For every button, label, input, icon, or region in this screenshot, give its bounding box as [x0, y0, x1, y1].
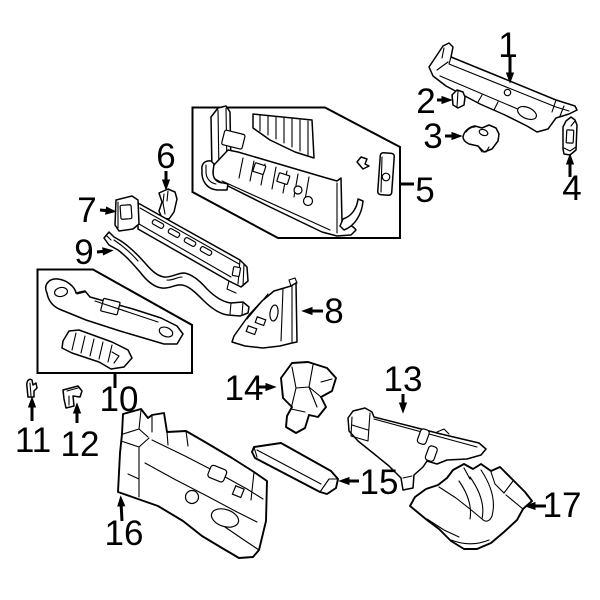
part-10-cowl-panel-boxed-group — [36, 268, 193, 374]
part-17-floor-insulator — [409, 463, 533, 550]
part-13-dash-panel-reinforcement — [347, 407, 487, 491]
callout-16[interactable]: 16 — [105, 495, 144, 553]
part-12-l-bracket — [62, 385, 83, 409]
callout-9-label[interactable]: 9 — [74, 233, 93, 272]
callout-10-label[interactable]: 10 — [100, 380, 139, 419]
callout-8[interactable]: 8 — [301, 292, 344, 331]
callout-16-arrow — [117, 495, 126, 522]
callout-4-label[interactable]: 4 — [562, 169, 581, 208]
callout-13-label[interactable]: 13 — [384, 360, 423, 399]
callout-14-label[interactable]: 14 — [225, 369, 264, 408]
callout-5-label[interactable]: 5 — [415, 171, 434, 210]
callout-6[interactable]: 6 — [156, 137, 176, 191]
callout-1-label[interactable]: 1 — [498, 26, 517, 65]
callout-12[interactable]: 12 — [61, 402, 100, 464]
callout-4[interactable]: 4 — [562, 153, 582, 208]
part-8-cowl-side-inner-panel — [231, 277, 298, 349]
callout-3[interactable]: 3 — [423, 117, 463, 156]
part-4-cowl-side-panel — [562, 116, 578, 156]
callout-2[interactable]: 2 — [416, 82, 453, 121]
callout-9-arrow — [96, 247, 114, 256]
callout-13[interactable]: 13 — [384, 360, 423, 414]
callout-15-label[interactable]: 15 — [360, 463, 399, 502]
part-2-cowl-bracket-clip — [451, 89, 466, 109]
callout-17-label[interactable]: 17 — [543, 486, 582, 525]
group-box-10 — [36, 268, 193, 374]
callout-1[interactable]: 1 — [498, 26, 518, 84]
callout-8-label[interactable]: 8 — [324, 292, 343, 331]
part-9-cowl-side-rail — [103, 231, 250, 317]
part-3-cowl-side-bracket — [462, 124, 500, 153]
callout-12-label[interactable]: 12 — [61, 425, 100, 464]
part-1-cowl-top-grille-panel — [428, 42, 578, 133]
part-5-dash-panel-boxed-group — [191, 105, 401, 239]
part-7-cowl-crossmember — [114, 195, 249, 294]
callout-3-label[interactable]: 3 — [423, 117, 442, 156]
callout-6-label[interactable]: 6 — [156, 137, 175, 176]
part-6-cowl-reinforcement-bracket — [158, 188, 178, 220]
callout-15[interactable]: 15 — [338, 463, 399, 502]
callout-17[interactable]: 17 — [524, 486, 582, 525]
callout-2-label[interactable]: 2 — [416, 82, 435, 121]
part-14-cowl-insulator — [280, 361, 337, 434]
callout-9[interactable]: 9 — [74, 233, 114, 272]
callout-11-label[interactable]: 11 — [15, 421, 51, 460]
callout-11[interactable]: 11 — [15, 396, 51, 460]
part-16-dash-panel-insulator — [117, 408, 268, 559]
callout-16-label[interactable]: 16 — [105, 514, 144, 553]
callout-7-label[interactable]: 7 — [77, 191, 96, 230]
callout-10[interactable]: 10 — [100, 374, 139, 419]
part-15-insulator-strip — [251, 442, 339, 495]
callout-7[interactable]: 7 — [77, 191, 117, 230]
group-box-5 — [191, 106, 401, 239]
part-11-retainer-clip — [26, 378, 38, 398]
callout-14[interactable]: 14 — [225, 369, 277, 408]
callout-7-arrow — [99, 206, 117, 215]
callout-5[interactable]: 5 — [400, 171, 435, 210]
